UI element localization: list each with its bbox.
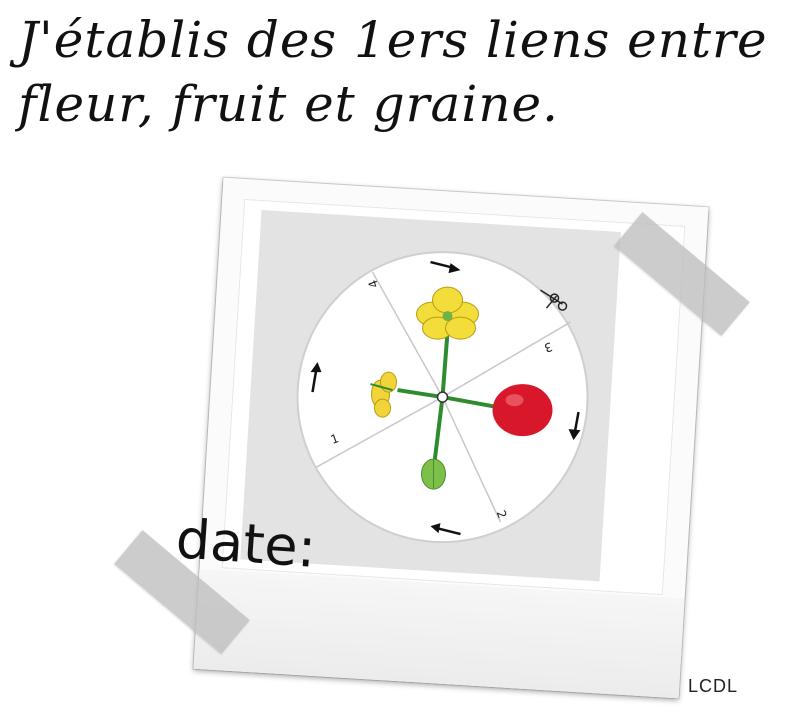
sector-label: 3 bbox=[542, 339, 554, 355]
red-fruit-icon bbox=[492, 384, 553, 437]
polaroid-frame: 1 2 3 4 bbox=[193, 177, 709, 699]
scissors-icon bbox=[540, 289, 568, 311]
page-title: J'établis des 1ers liens entre fleur, fr… bbox=[18, 8, 778, 136]
title-line-1: J'établis des 1ers liens entre bbox=[18, 11, 768, 69]
wilting-flower-icon bbox=[370, 371, 398, 418]
arrow-icon bbox=[430, 260, 461, 274]
center-pin-icon bbox=[436, 391, 449, 403]
arrow-icon bbox=[430, 523, 461, 536]
sector-line bbox=[316, 396, 443, 468]
stem-bottom bbox=[432, 396, 445, 463]
title-line-2: fleur, fruit et graine. bbox=[18, 75, 560, 133]
sector-line bbox=[371, 271, 444, 398]
arrow-icon bbox=[568, 411, 581, 441]
sector-line bbox=[441, 396, 502, 523]
yellow-flower-icon bbox=[416, 286, 480, 340]
arrow-icon bbox=[310, 362, 322, 393]
green-fruit-icon bbox=[421, 458, 447, 490]
photo-area: 1 2 3 4 bbox=[221, 198, 686, 596]
sector-label: 4 bbox=[366, 278, 382, 290]
author-watermark: LCDL bbox=[688, 676, 739, 696]
wheel-illustration: 1 2 3 4 bbox=[240, 210, 621, 582]
stem-right bbox=[442, 395, 498, 410]
stem-top bbox=[440, 331, 450, 398]
sector-label: 1 bbox=[329, 431, 341, 447]
sector-label: 2 bbox=[494, 508, 510, 520]
date-label: date: bbox=[173, 507, 318, 580]
sector-line bbox=[442, 321, 571, 398]
stem-left bbox=[397, 388, 443, 400]
